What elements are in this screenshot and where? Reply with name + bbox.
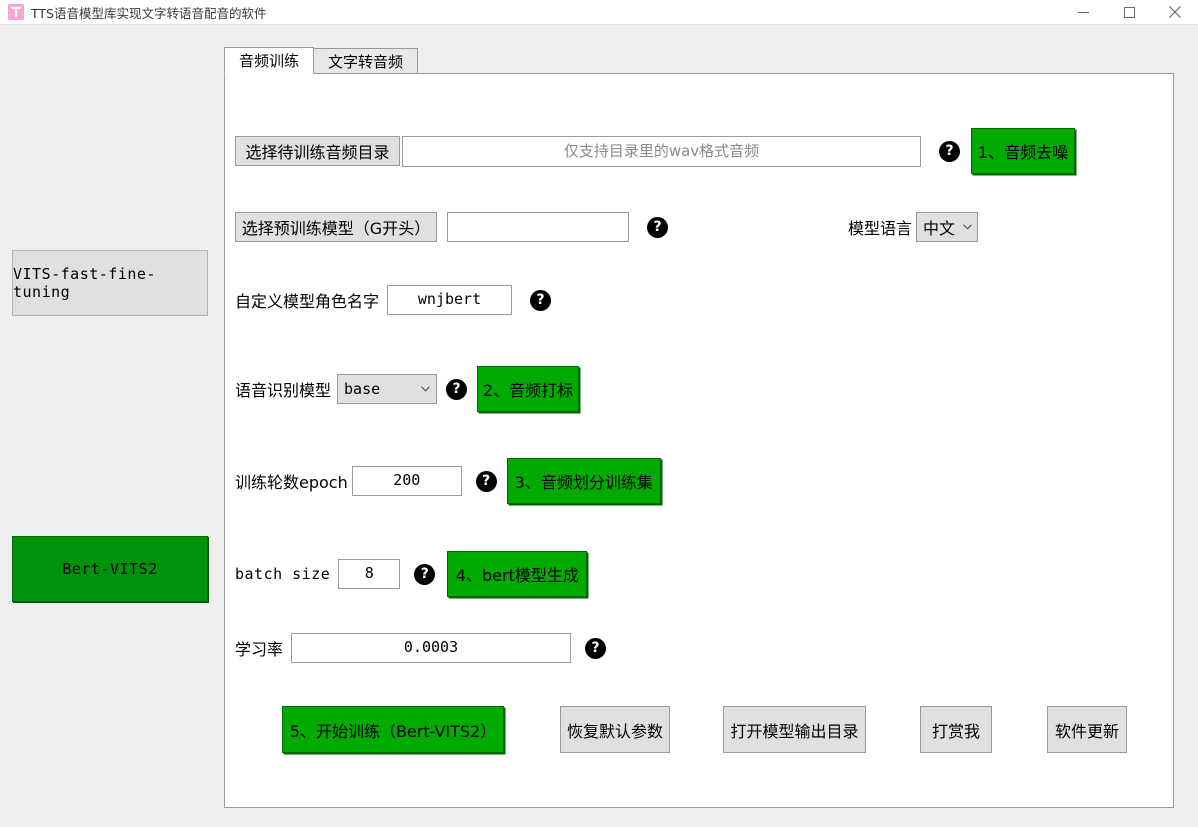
help-icon[interactable]: ? [475,470,497,492]
row-batch-size: batch size 8 ? 4、bert模型生成 [235,551,588,597]
help-icon[interactable]: ? [530,289,552,311]
epoch-input[interactable]: 200 [351,466,462,496]
row-pretrained-model: 选择预训练模型（G开头） ? 模型语言 中文 [235,212,979,242]
learning-rate-input[interactable]: 0.0003 [291,633,572,663]
row-epoch: 训练轮数epoch 200 ? 3、音频划分训练集 [235,458,661,504]
donate-button[interactable]: 打赏我 [920,706,992,753]
help-icon[interactable]: ? [414,563,436,585]
batch-size-input[interactable]: 8 [338,559,401,589]
tab-label: 音频训练 [239,52,300,70]
select-audio-dir-button[interactable]: 选择待训练音频目录 [235,136,400,166]
maximize-icon[interactable] [1106,0,1152,25]
audio-dir-input[interactable]: 仅支持目录里的wav格式音频 [402,135,921,167]
label-audio-button[interactable]: 2、音频打标 [477,366,580,412]
model-language-label: 模型语言 [848,219,913,238]
minimize-icon[interactable] [1060,0,1106,25]
asr-model-value: base [344,380,381,398]
help-icon[interactable]: ? [939,140,960,162]
close-icon[interactable] [1152,0,1198,25]
row-asr-model: 语音识别模型 base ? 2、音频打标 [235,366,580,412]
tab-text-to-audio[interactable]: 文字转音频 [313,48,419,74]
window-controls [1060,0,1198,25]
asr-model-select[interactable]: base [337,374,438,404]
row-learning-rate: 学习率 0.0003 ? [235,633,607,663]
role-name-input[interactable]: wnjbert [387,285,513,315]
software-update-button[interactable]: 软件更新 [1047,706,1127,753]
restore-defaults-button[interactable]: 恢复默认参数 [560,706,670,753]
sidebar: VITS-fast-fine-tuning Bert-VITS2 [0,25,212,827]
model-language-select[interactable]: 中文 [916,212,979,242]
chevron-down-icon [413,386,430,392]
learning-rate-label: 学习率 [235,640,284,659]
sidebar-item-label: Bert-VITS2 [62,560,158,578]
generate-bert-model-button[interactable]: 4、bert模型生成 [447,551,588,597]
help-icon[interactable]: ? [647,216,668,238]
tab-label: 文字转音频 [328,52,404,71]
help-icon[interactable]: ? [585,637,607,659]
help-icon[interactable]: ? [446,378,468,400]
denoise-audio-button[interactable]: 1、音频去噪 [971,128,1075,174]
sidebar-item-vits-fast-fine-tuning[interactable]: VITS-fast-fine-tuning [12,250,208,316]
chevron-down-icon [955,224,972,230]
open-output-dir-button[interactable]: 打开模型输出目录 [723,706,866,753]
tab-strip: 音频训练 文字转音频 [224,47,419,74]
batch-size-label: batch size [235,565,331,583]
window-title: TTS语音模型库实现文字转语音配音的软件 [31,5,267,21]
epoch-label: 训练轮数epoch [235,473,348,492]
title-bar: TTS语音模型库实现文字转语音配音的软件 [0,0,1198,25]
row-audio-directory: 选择待训练音频目录 仅支持目录里的wav格式音频 ? 1、音频去噪 [235,128,1075,174]
pretrained-model-input[interactable] [447,212,629,242]
main-panel: 选择待训练音频目录 仅支持目录里的wav格式音频 ? 1、音频去噪 选择预训练模… [224,73,1174,808]
tab-audio-training[interactable]: 音频训练 [224,47,315,74]
row-role-name: 自定义模型角色名字 wnjbert ? [235,285,552,315]
role-name-label: 自定义模型角色名字 [235,292,380,311]
start-training-button[interactable]: 5、开始训练（Bert-VITS2） [282,706,504,753]
app-icon [8,4,24,20]
select-pretrained-model-button[interactable]: 选择预训练模型（G开头） [235,212,437,242]
sidebar-item-label: VITS-fast-fine-tuning [13,265,156,301]
sidebar-item-bert-vits2[interactable]: Bert-VITS2 [12,536,208,602]
split-training-set-button[interactable]: 3、音频划分训练集 [506,458,661,504]
model-language-value: 中文 [923,219,956,238]
asr-model-label: 语音识别模型 [235,381,332,400]
